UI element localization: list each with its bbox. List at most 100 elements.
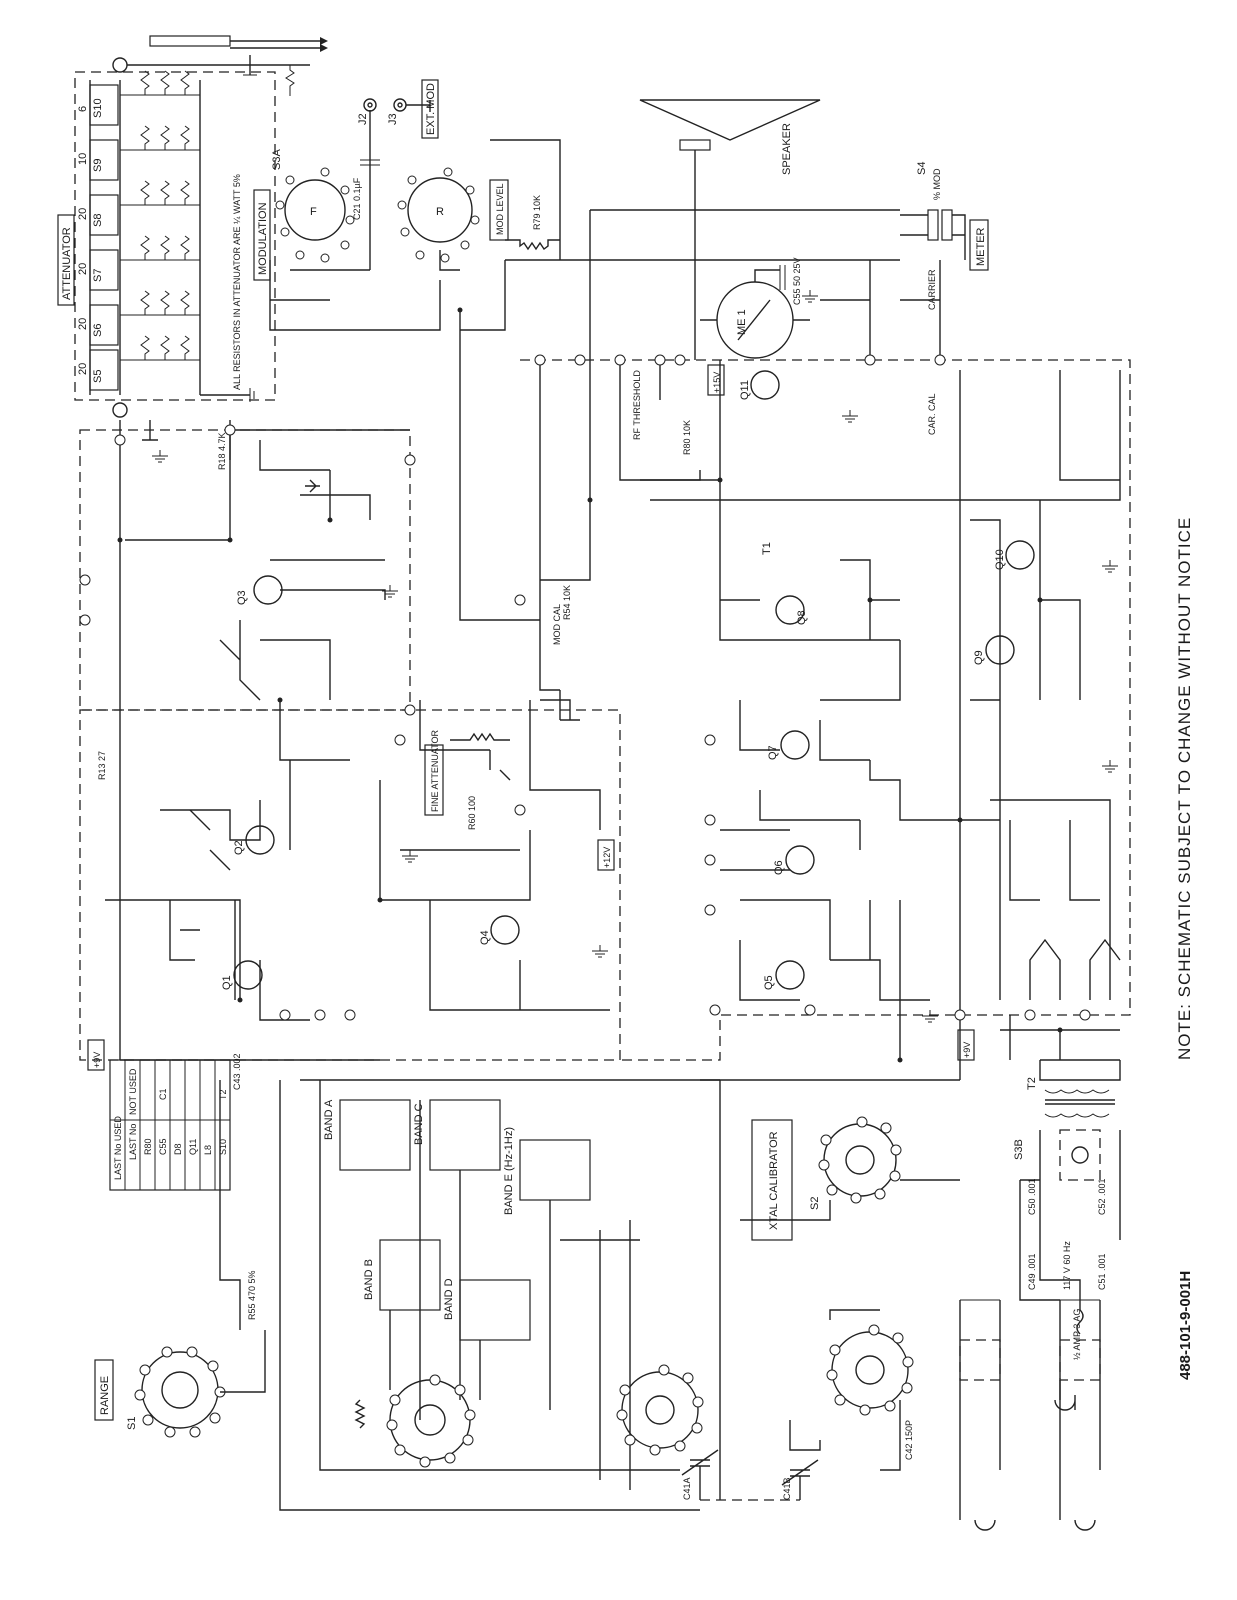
svg-text:Q11: Q11 [739, 380, 751, 400]
svg-text:Q2: Q2 [233, 840, 245, 855]
junction-dots [117, 307, 1063, 1063]
mod-level-pot: MOD LEVEL R79 10K [489, 139, 567, 261]
document-number: 488-101-9-001H [1177, 1271, 1194, 1380]
svg-text:S10: S10 [218, 1139, 228, 1155]
rf-output-connector [112, 35, 328, 96]
svg-text:20: 20 [77, 363, 89, 375]
r60-label: R60 100 [467, 796, 477, 830]
mod-cal-label: MOD CAL [552, 604, 562, 645]
fine-attenuator: FINE ATTENUATOR R60 100 [424, 729, 510, 830]
svg-text:+9V: +9V [962, 1042, 972, 1058]
s2-label: S2 [809, 1197, 821, 1210]
svg-text:S8: S8 [92, 214, 104, 227]
c51-label: C51 .001 [1097, 1253, 1107, 1290]
svg-text:S7: S7 [92, 269, 104, 282]
ext-mod-label: EXT. MOD [425, 83, 437, 135]
svg-text:Q5: Q5 [763, 975, 775, 990]
rf-stage-wiring [105, 420, 610, 1061]
modulation-label-box [253, 189, 271, 281]
attenuator-block [74, 35, 328, 418]
range-label: RANGE [99, 1376, 111, 1415]
power-supply-insets [959, 1299, 1101, 1531]
carrier-label: CARRIER [927, 269, 937, 310]
attenuator-step-labels: 6 10 20 20 20 20 S10 S9 S8 S7 S6 S5 [77, 98, 104, 383]
svg-text:S9: S9 [92, 159, 104, 172]
attenuator-note: ALL RESISTORS IN ATTENUATOR ARE ¼ WATT 5… [232, 174, 242, 390]
transistor-q4 [490, 915, 520, 945]
test-points [79, 354, 1091, 1021]
svg-text:+12V: +12V [602, 847, 612, 868]
modulation-label: MODULATION [257, 202, 269, 275]
band-switch-1r [386, 1374, 476, 1468]
svg-text:Q9: Q9 [973, 650, 985, 665]
svg-text:6: 6 [77, 106, 89, 112]
svg-text:20: 20 [77, 263, 89, 275]
ext-mod-jacks: J2 J3 EXT. MOD C21 0.1µF [352, 79, 439, 220]
range-label-box [94, 1359, 114, 1421]
svg-text:R: R [436, 206, 444, 218]
svg-text:LAST No USED: LAST No USED [113, 1116, 123, 1180]
c43-label: C43 .002 [232, 1053, 242, 1090]
svg-text:D8: D8 [173, 1143, 183, 1155]
transistor-q3 [253, 575, 283, 605]
svg-text:20: 20 [77, 318, 89, 330]
meter-me1: ME 1 C55 50 25V [700, 257, 810, 359]
s3a-label: S3A [271, 149, 283, 170]
svg-text:F: F [310, 206, 317, 218]
svg-text:L8: L8 [203, 1145, 213, 1155]
s1-label: S1 [126, 1417, 138, 1430]
svg-text:+15V: +15V [712, 372, 722, 393]
transistor-q5 [775, 960, 805, 990]
transistor-q2 [245, 825, 275, 855]
transistor-q11 [750, 370, 780, 400]
svg-text:T2: T2 [218, 1089, 228, 1100]
attenuator-label: ATTENUATOR [61, 227, 73, 300]
svg-text:BAND E (Hz-1Hz): BAND E (Hz-1Hz) [503, 1127, 515, 1215]
speaker: SPEAKER [639, 99, 821, 360]
svg-text:S5: S5 [92, 370, 104, 383]
c49-label: C49 .001 [1027, 1253, 1037, 1290]
c41b-label: C41B [782, 1477, 792, 1500]
svg-text:BAND D: BAND D [443, 1278, 455, 1320]
band-switch-2r: C42 150P [826, 1309, 914, 1471]
c52-label: C52 .001 [1097, 1178, 1107, 1215]
transistor-q8 [775, 595, 805, 625]
svg-text:+9V: +9V [92, 1052, 102, 1068]
band-c-box [429, 1099, 501, 1171]
band-a-box [339, 1099, 411, 1171]
svg-text:S10: S10 [92, 98, 104, 118]
s4-label: S4 [916, 162, 928, 175]
svg-text:20: 20 [77, 208, 89, 220]
svg-text:Q8: Q8 [796, 610, 808, 625]
svg-text:Q4: Q4 [479, 930, 491, 945]
pct-mod-label: % MOD [932, 168, 942, 200]
r54-label: R54 10K [562, 585, 572, 620]
modulation-switch-s3a: F R S3A [269, 110, 480, 331]
svg-text:LAST No: LAST No [128, 1124, 138, 1160]
band-b-box [379, 1239, 441, 1311]
transistor-q10 [1005, 540, 1035, 570]
last-used-table: LAST No USED LAST No NOT USED R80 C55 C1… [109, 1059, 231, 1191]
transistor-labels: Q3 Q2 Q1 Q4 Q5 Q6 Q7 Q8 Q9 Q10 Q11 [221, 380, 1006, 990]
fuse-label: ½ AMP 3 AG [1072, 1309, 1082, 1360]
svg-text:Q3: Q3 [236, 590, 248, 605]
c21-label: C21 0.1µF [352, 177, 362, 220]
svg-text:ME 1: ME 1 [736, 309, 748, 335]
car-cal-label: CAR. CAL [927, 393, 937, 435]
transistor-q7 [780, 730, 810, 760]
power-transformer-t2: T2 S3B C50 .001 C52 .001 C49 .001 C51 .0… [1013, 1060, 1121, 1411]
attenuator-label-box [57, 214, 75, 306]
r55-label: R55 470 5% [247, 1270, 257, 1320]
svg-text:FINE ATTENUATOR: FINE ATTENUATOR [430, 729, 440, 812]
svg-text:C1: C1 [158, 1088, 168, 1100]
svg-text:MOD LEVEL: MOD LEVEL [495, 183, 505, 235]
ground-symbols [152, 290, 1118, 1023]
band-e-box [519, 1139, 591, 1201]
c50-label: C50 .001 [1027, 1178, 1037, 1215]
j3-label: J3 [387, 113, 399, 125]
line-voltage-label: 117 V 60 Hz [1062, 1241, 1072, 1290]
svg-text:Q1: Q1 [221, 975, 233, 990]
svg-text:R80: R80 [143, 1138, 153, 1155]
rail-labels: +9V +12V +15V +9V RF THRESHOLD MOD CAL C… [87, 364, 975, 1071]
